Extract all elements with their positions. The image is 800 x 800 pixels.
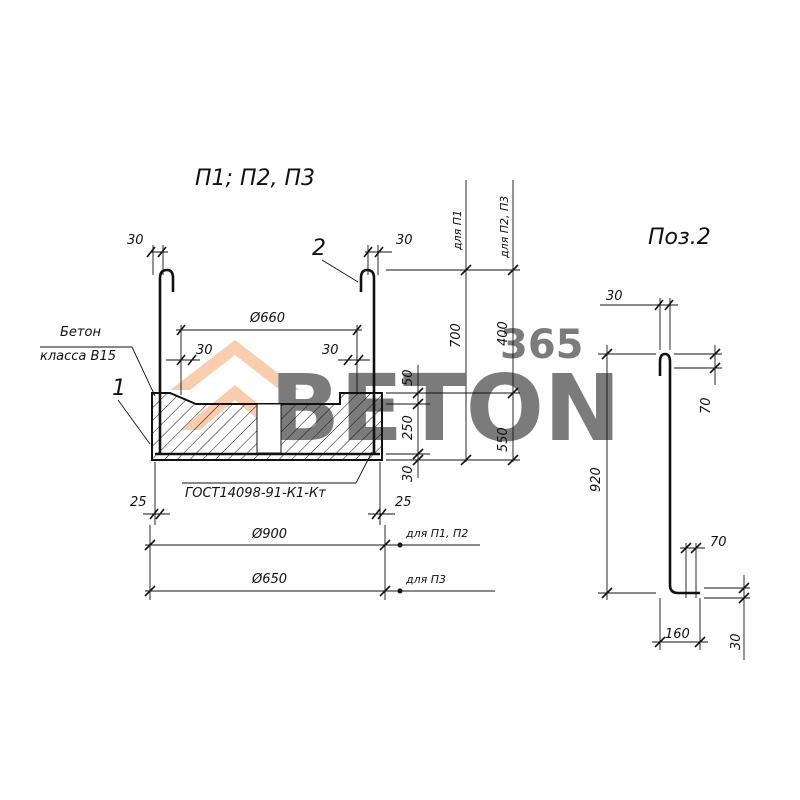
dim-d650: Ø650: [251, 572, 287, 587]
concrete-label-line2: класса В15: [40, 349, 116, 364]
label-for-p2-p3: для П2, П3: [498, 196, 511, 259]
detail-dim-h70: 70: [699, 397, 714, 414]
callout-1: 1: [112, 376, 126, 401]
label-for-p3: для П3: [405, 573, 446, 586]
label-for-p1: для П1: [451, 210, 464, 251]
dim-h700: 700: [449, 323, 464, 348]
dim-h550: 550: [496, 427, 511, 452]
detail-dim-bottom-30: 30: [729, 633, 744, 650]
concrete-label-line1: Бетон: [60, 325, 101, 340]
callout-2: 2: [312, 236, 326, 261]
detail-view-title: Поз.2: [648, 225, 711, 250]
dim-h50: 50: [401, 369, 416, 386]
detail-dim-w160: 160: [665, 627, 690, 642]
detail-dim-bottom-70: 70: [710, 535, 727, 550]
dim-h250: 250: [401, 415, 416, 440]
rebar-pos2: [658, 352, 700, 595]
detail-dim-920: 920: [589, 467, 604, 492]
dim-bottom-left: 25: [130, 495, 147, 510]
detail-view: Поз.2 30 920 70 70: [589, 225, 750, 660]
dim-top-left: 30: [127, 233, 144, 248]
rebar-left: [158, 268, 175, 455]
section-gap: [256, 403, 282, 454]
detail-dim-top: 30: [606, 289, 623, 304]
dim-h30: 30: [401, 465, 416, 482]
rebar-right: [359, 268, 376, 455]
label-for-p1-p2: для П1, П2: [405, 527, 468, 540]
gost-label: ГОСТ14098-91-К1-Кт: [185, 486, 326, 501]
main-view: П1; П2, П3 30 30 2 Ø660: [40, 166, 520, 600]
watermark-logo-icon: [170, 340, 300, 390]
dim-d900: Ø900: [251, 527, 287, 542]
dim-top-right: 30: [396, 233, 413, 248]
dim-d660: Ø660: [249, 311, 285, 326]
dim-h400: 400: [496, 321, 511, 346]
dim-inner-right: 30: [322, 343, 339, 358]
dim-inner-left: 30: [196, 343, 213, 358]
dim-bottom-right: 25: [395, 495, 412, 510]
main-view-title: П1; П2, П3: [195, 166, 315, 191]
watermark-number: 365: [500, 322, 584, 368]
